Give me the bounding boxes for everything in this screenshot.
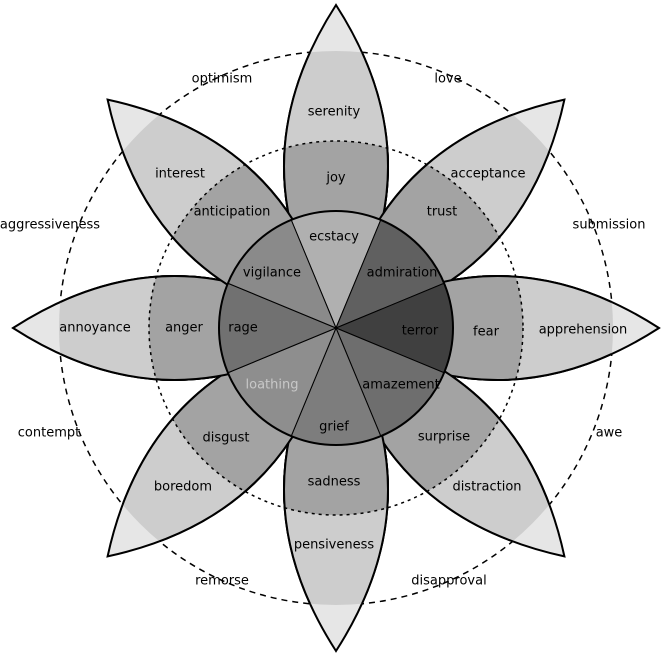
label-joy: joy: [325, 171, 346, 186]
dyad-optimism: optimism: [192, 72, 253, 87]
inner-dashed-ring: [148, 140, 524, 516]
dyad-disapproval: disapproval: [411, 574, 486, 589]
label-terror: terror: [402, 324, 439, 339]
label-boredom: boredom: [154, 480, 212, 495]
dyad-contempt: contempt: [18, 426, 80, 441]
label-anticipation: anticipation: [194, 205, 271, 220]
label-ecstacy: ecstacy: [309, 230, 359, 245]
label-anger: anger: [165, 321, 203, 336]
label-serenity: serenity: [308, 105, 361, 120]
label-admiration: admiration: [367, 266, 438, 281]
inner-wedge-down: [285, 326, 387, 445]
label-annoyance: annoyance: [59, 321, 130, 336]
label-distraction: distraction: [452, 480, 521, 495]
label-vigilance: vigilance: [243, 266, 301, 281]
label-interest: interest: [155, 167, 205, 182]
label-sadness: sadness: [308, 475, 361, 490]
label-amazement: amazement: [362, 378, 439, 393]
label-disgust: disgust: [203, 431, 250, 446]
inner-circle-border: [218, 210, 454, 446]
label-rage: rage: [228, 321, 258, 336]
petal-labels: serenity joy ecstacy acceptance trust ad…: [59, 105, 627, 553]
inner-wedge-left: [219, 277, 338, 379]
dyad-labels: optimism love submission awe disapproval…: [0, 72, 645, 589]
dyad-submission: submission: [573, 218, 646, 233]
dyad-aggressiveness: aggressiveness: [0, 218, 100, 233]
label-acceptance: acceptance: [451, 167, 526, 182]
label-surprise: surprise: [418, 430, 470, 445]
dyad-love: love: [434, 72, 461, 87]
dyad-remorse: remorse: [195, 574, 249, 589]
label-loathing: loathing: [246, 378, 299, 393]
label-grief: grief: [319, 420, 349, 435]
label-trust: trust: [427, 205, 458, 220]
label-apprehension: apprehension: [539, 323, 628, 338]
label-pensiveness: pensiveness: [294, 538, 375, 553]
label-fear: fear: [473, 325, 500, 340]
dyad-awe: awe: [596, 426, 623, 441]
inner-wedge-right: [334, 277, 453, 379]
inner-wedge-up: [285, 211, 387, 330]
